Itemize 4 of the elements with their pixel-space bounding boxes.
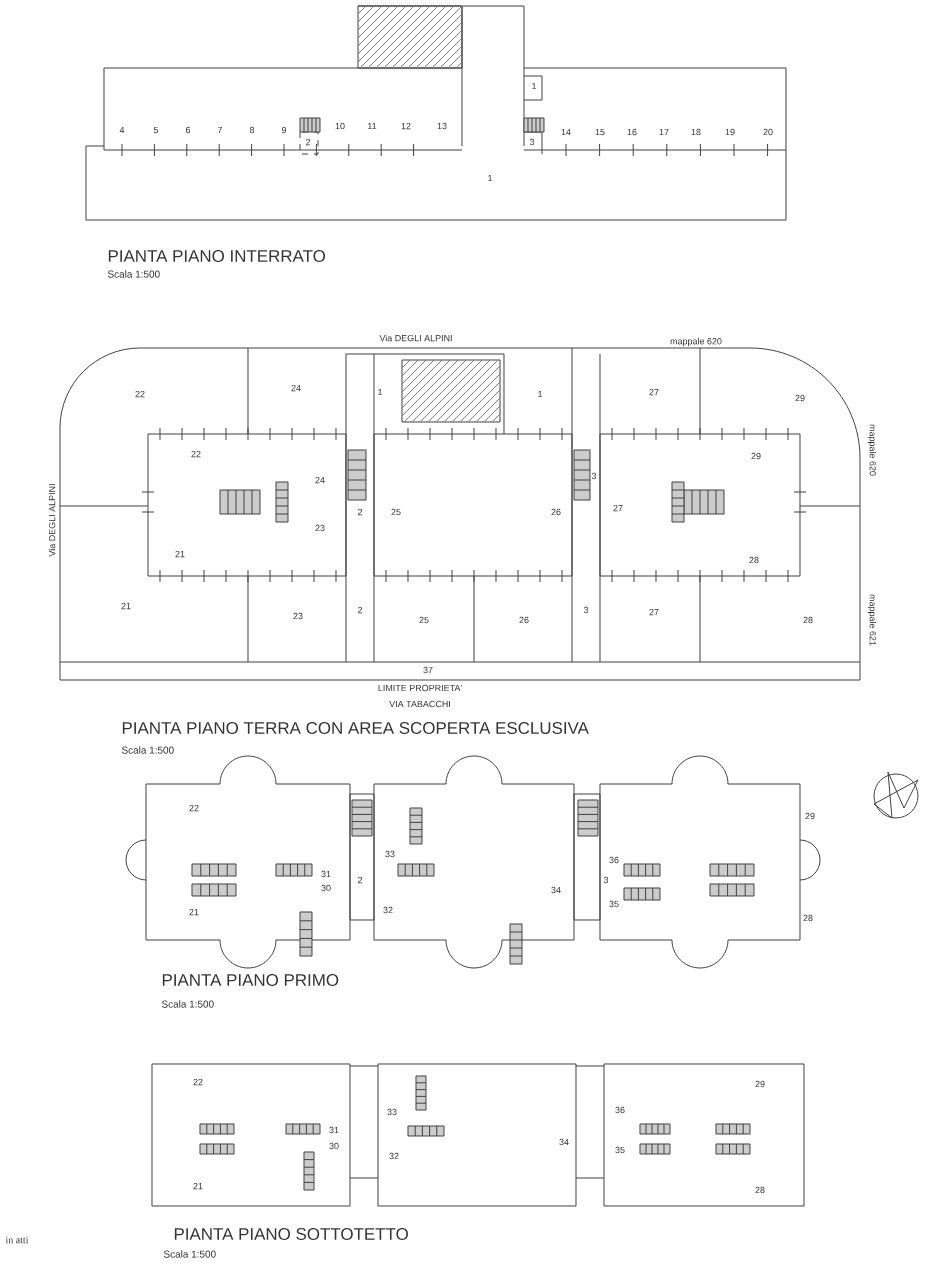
plan-title: PIANTA PIANO PRIMO [162, 974, 339, 986]
plan-title: PIANTA PIANO TERRA CON AREA SCOPERTA ESCLUSIVA [122, 722, 589, 734]
plan-title: PIANTA PIANO SOTTOTETTO [174, 1228, 408, 1240]
plan-title: PIANTA PIANO INTERRATO [108, 250, 326, 262]
